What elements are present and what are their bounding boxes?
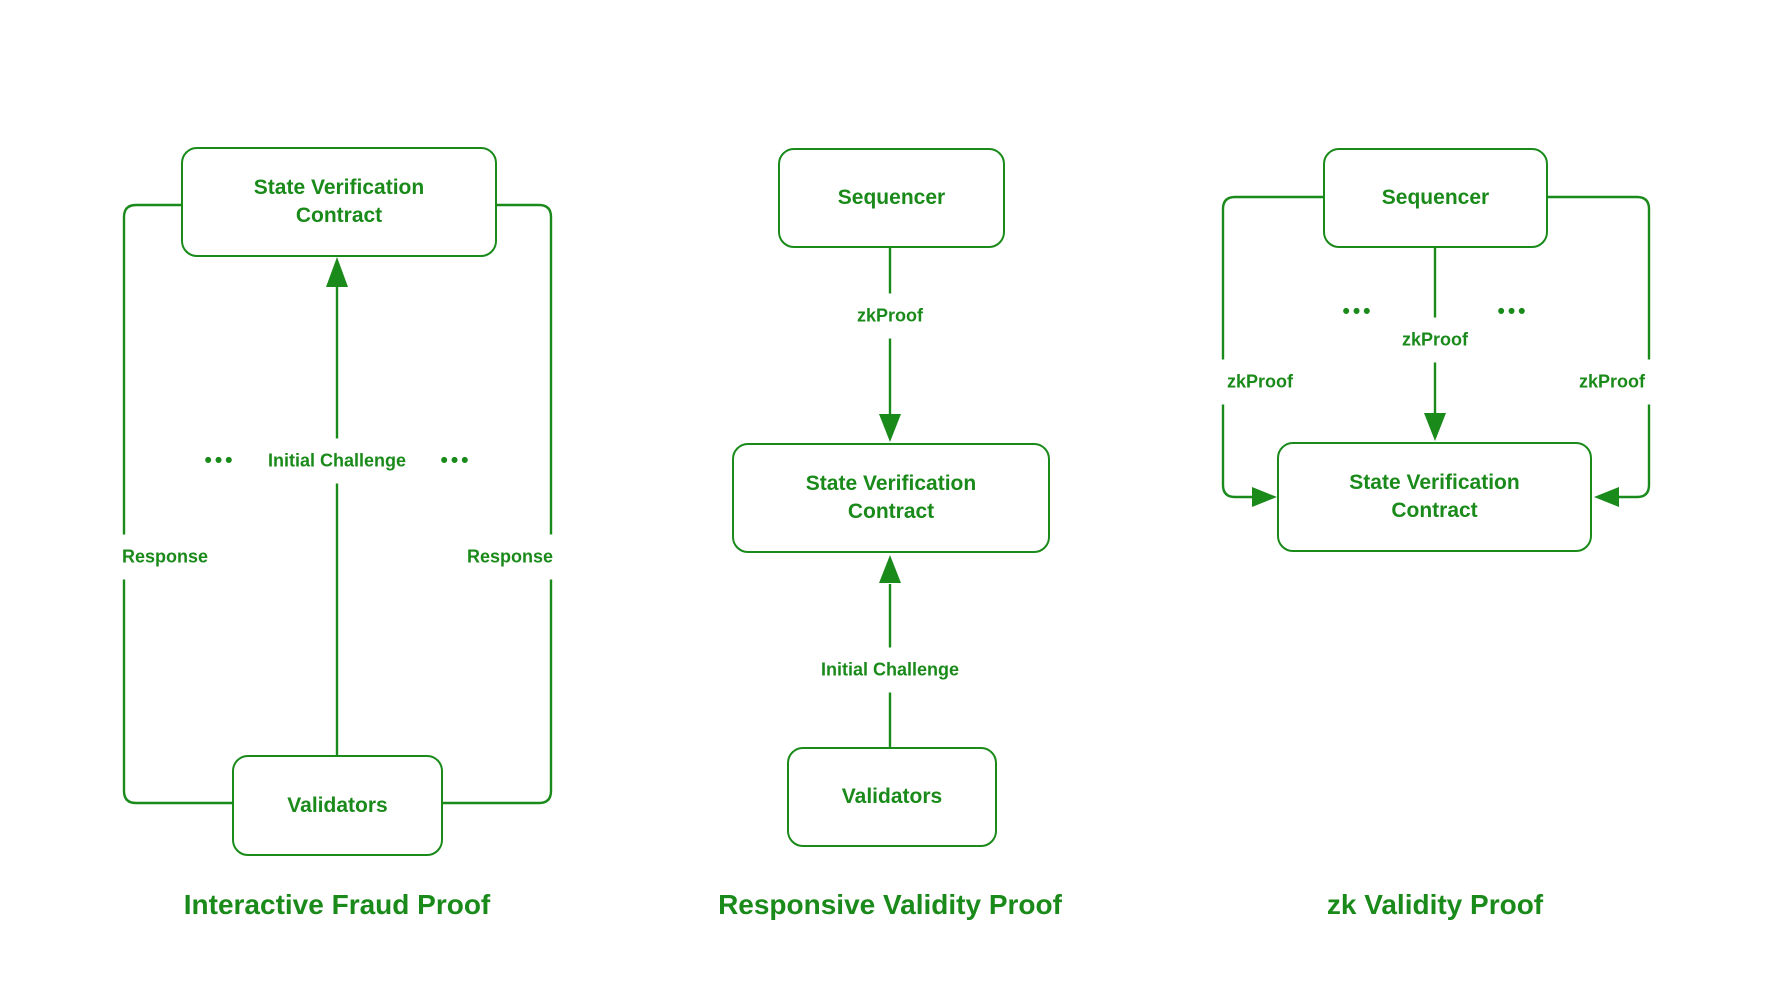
zkvp-zkproof-loop-left — [1221, 195, 1323, 499]
ifp-response-loop-right — [443, 203, 553, 805]
ifp-response-right-label: Response — [457, 534, 563, 580]
node-label: Validators — [841, 785, 943, 809]
node-label: State Verification Contract — [253, 176, 425, 227]
rvp-arrowhead-up-icon — [879, 555, 901, 583]
title-interactive-fraud-proof: Interactive Fraud Proof — [183, 889, 491, 920]
zkvp-arrowhead-down-icon — [1424, 413, 1446, 441]
node-label: State Verification Contract — [805, 472, 977, 523]
ifp-arrowhead-up-icon — [326, 257, 348, 287]
ifp-response-loop-left — [122, 203, 232, 805]
zkvp-arrowhead-left-icon — [1594, 487, 1619, 507]
zkvp-zkproof-center-label: zkProof — [1392, 317, 1478, 363]
zkvp-zkproof-right-label: zkProof — [1569, 359, 1655, 405]
node-ifp-state-verification-contract: State Verification Contract — [181, 147, 497, 257]
ifp-ellipsis-right: ••• — [436, 447, 476, 475]
node-label: Validators — [287, 793, 388, 817]
rvp-initial-challenge-label: Initial Challenge — [811, 647, 969, 693]
zkvp-zkproof-left-label: zkProof — [1217, 359, 1303, 405]
node-label: Sequencer — [1381, 186, 1490, 210]
node-zkvp-sequencer: Sequencer — [1323, 148, 1548, 248]
title-zk-validity-proof: zk Validity Proof — [1326, 889, 1544, 920]
node-rvp-validators: Validators — [787, 747, 997, 847]
rvp-zkproof-label: zkProof — [847, 293, 933, 339]
rvp-arrowhead-down-icon — [879, 414, 901, 442]
zkvp-ellipsis-right: ••• — [1493, 298, 1533, 326]
node-rvp-sequencer: Sequencer — [778, 148, 1005, 248]
ifp-initial-challenge-label: Initial Challenge — [258, 438, 416, 484]
node-zkvp-state-verification-contract: State Verification Contract — [1277, 442, 1592, 552]
title-responsive-validity-proof: Responsive Validity Proof — [718, 889, 1062, 920]
node-label: State Verification Contract — [1349, 471, 1520, 522]
node-ifp-validators: Validators — [232, 755, 443, 856]
zkvp-arrowhead-right-icon — [1252, 487, 1277, 507]
node-label: Sequencer — [837, 186, 946, 210]
zkvp-zkproof-loop-right — [1548, 195, 1651, 499]
zkvp-ellipsis-left: ••• — [1338, 298, 1378, 326]
ifp-ellipsis-left: ••• — [200, 447, 240, 475]
ifp-response-left-label: Response — [112, 534, 218, 580]
node-rvp-state-verification-contract: State Verification Contract — [732, 443, 1050, 553]
